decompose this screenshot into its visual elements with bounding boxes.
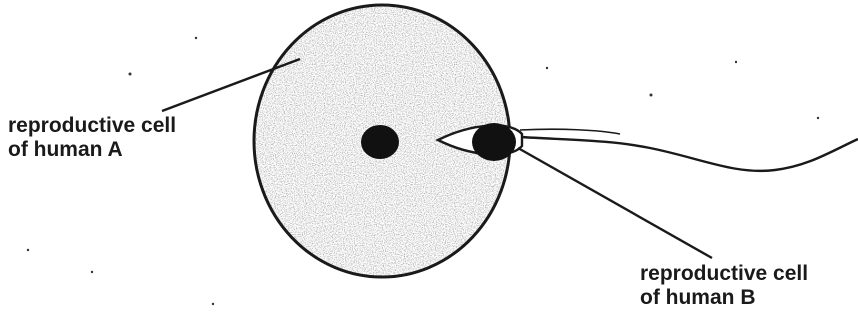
label-b-line-2: of human B (640, 286, 808, 310)
label-a-line-1: reproductive cell (8, 114, 176, 138)
scan-speck (129, 73, 132, 76)
label-reproductive-cell-a: reproductive cell of human A (8, 114, 176, 162)
scan-speck (650, 94, 653, 97)
scan-speck (27, 249, 29, 251)
sperm-cell-tail (520, 137, 858, 171)
scan-speck (735, 61, 737, 63)
label-a-line-2: of human A (8, 138, 176, 162)
scan-speck (212, 303, 214, 305)
sperm-cell-head (472, 123, 516, 161)
label-b-line-1: reproductive cell (640, 262, 808, 286)
sperm-cell-midpiece (520, 129, 620, 134)
scan-speck (546, 67, 548, 69)
scan-speck (817, 117, 819, 119)
scan-speck (195, 37, 197, 39)
egg-cell-nucleus (361, 125, 399, 159)
leader-line-cell-b (518, 148, 712, 258)
label-reproductive-cell-b: reproductive cell of human B (640, 262, 808, 310)
scan-speck (91, 271, 93, 273)
